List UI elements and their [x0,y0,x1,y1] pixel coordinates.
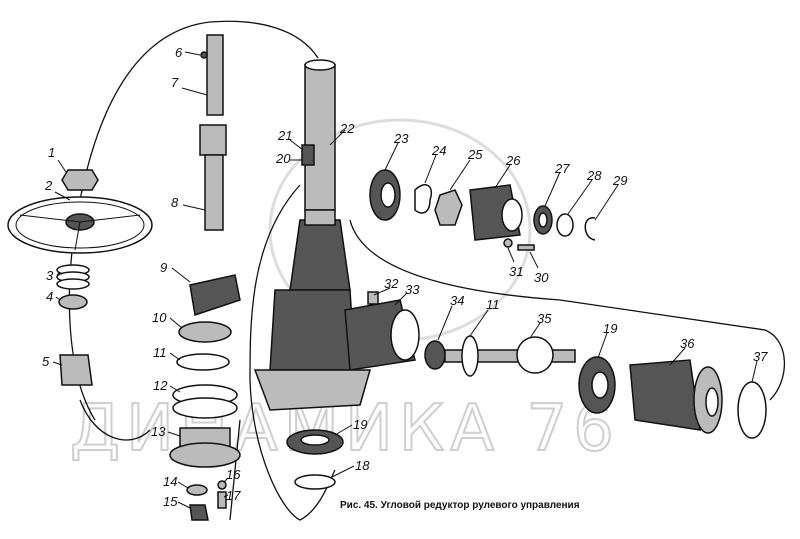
seal-18 [294,474,336,490]
bearing-23 [369,169,401,221]
label-21: 21 [277,128,292,143]
label-27: 27 [554,161,570,176]
steering-wheel [7,196,153,254]
label-19: 19 [353,417,367,432]
washer-14 [186,484,208,496]
label-1: 1 [48,145,55,160]
seal-37 [737,381,767,439]
label-28: 28 [586,168,602,183]
washer-16 [217,480,227,490]
plug-15 [189,504,209,521]
nut-1 [61,169,99,191]
figure-caption: Рис. 45. Угловой редуктор рулевого управ… [340,500,580,511]
flange-26 [469,184,523,241]
label-33: 33 [405,282,420,297]
bolt-17 [217,491,227,509]
label-20: 20 [275,151,291,166]
label-8: 8 [171,195,179,210]
label-31: 31 [509,264,523,279]
label-7: 7 [171,75,179,90]
housing-36 [629,359,723,434]
label-23: 23 [393,131,409,146]
pinion-shaft [444,335,576,377]
part-labels: 1 2 3 4 5 6 7 8 9 10 11 12 13 14 15 16 1… [42,45,768,509]
assembly-path-left [68,20,319,421]
nut-25 [434,189,463,226]
label-25: 25 [467,147,483,162]
label-37: 37 [753,349,768,364]
steering-shaft [199,34,227,231]
ring-11 [176,353,230,371]
label-15: 15 [163,494,178,509]
label-18: 18 [355,458,370,473]
assembly-path-bottom [229,419,241,521]
label-9: 9 [160,260,167,275]
label-17: 17 [226,488,241,503]
key-6 [200,51,208,59]
circlip-arc [79,399,151,441]
label-4: 4 [46,289,53,304]
spring-3 [56,264,90,290]
plug-32 [367,291,379,305]
label-5: 5 [42,354,50,369]
label-19-right: 19 [603,321,617,336]
label-22: 22 [339,121,355,136]
bearing-19-right [578,356,616,414]
lockwasher-24 [414,184,432,214]
label-16: 16 [226,467,241,482]
label-6: 6 [175,45,183,60]
label-30: 30 [534,270,549,285]
assembly-path-right [349,219,786,401]
label-36: 36 [680,336,695,351]
bevel-gear-9 [189,274,241,316]
ring-28 [556,213,574,237]
label-34: 34 [450,293,464,308]
bearing-19-lower [286,429,344,455]
label-13: 13 [151,424,166,439]
assembly-path-center [249,184,336,521]
label-11: 11 [153,345,167,360]
bearing-27 [533,205,553,235]
label-3: 3 [46,268,54,283]
label-14: 14 [163,474,177,489]
bearing-10 [178,321,232,343]
circlip-29 [584,217,596,241]
gasket-35 [516,336,554,374]
label-29: 29 [612,173,627,188]
column-tube-22 [304,59,336,211]
washer-4 [58,294,88,310]
label-2: 2 [44,178,53,193]
label-11-right: 11 [486,297,500,312]
clamp-20-21 [301,144,315,166]
label-26: 26 [505,153,521,168]
washer-31 [503,238,513,248]
gear-housing-33 [253,209,420,411]
label-12: 12 [153,378,168,393]
flange-13 [169,427,241,468]
leader-lines [52,51,758,509]
bushing-5 [59,354,93,386]
bolt-30 [517,244,535,251]
label-24: 24 [431,143,446,158]
label-32: 32 [384,276,399,291]
label-10: 10 [152,310,167,325]
label-35: 35 [537,311,552,326]
gear-34 [424,340,446,370]
